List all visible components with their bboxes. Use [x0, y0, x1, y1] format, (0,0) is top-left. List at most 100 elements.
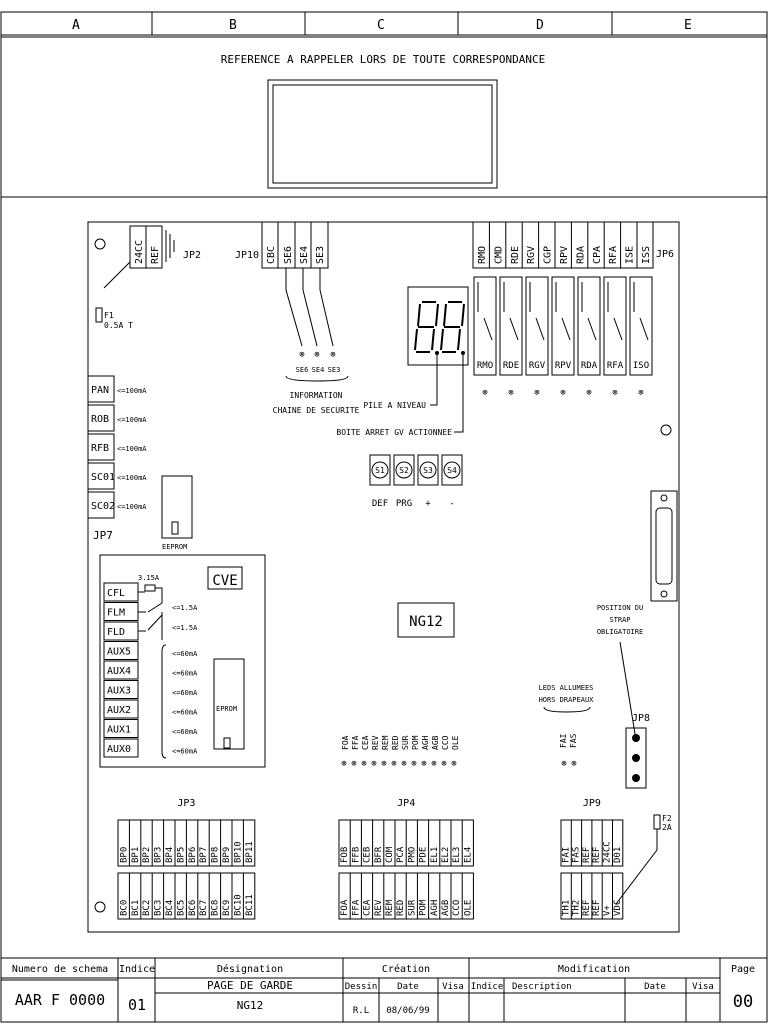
- connector-title: JP9: [583, 798, 601, 809]
- cve-output-label: AUX2: [107, 705, 131, 716]
- svg-text:Description: Description: [512, 982, 572, 992]
- svg-text:Date: Date: [397, 982, 419, 992]
- leds-caption: LEDS ALLUMEES: [539, 684, 594, 692]
- pin-label: EL3: [452, 847, 462, 863]
- output-label: SC01: [91, 472, 115, 483]
- schema-number: AAR F 0000: [15, 991, 105, 1009]
- pin-label: RDE: [510, 246, 521, 264]
- button-caption: PRG: [396, 499, 412, 509]
- jp7-label: JP7: [93, 529, 113, 542]
- button-label: S2: [399, 466, 409, 475]
- cve-limit: <=60mA: [172, 728, 198, 736]
- relay: [473, 276, 497, 376]
- pin-label: CEB: [363, 847, 373, 863]
- pin-label: COM: [385, 846, 395, 863]
- jp2-label: JP2: [183, 250, 201, 261]
- left-outputs: JP7 PAN<=100mAROB<=100mARFB<=100mASC01<=…: [87, 375, 147, 542]
- relay-label: RFA: [607, 361, 624, 371]
- pin-label: RPV: [559, 246, 570, 264]
- reference-banner: REFERENCE A RAPPELER LORS DE TOUTE CORRE…: [221, 53, 546, 66]
- pin-label: TH1: [561, 900, 571, 916]
- button-label: S3: [423, 466, 433, 475]
- output-limit: <=100mA: [117, 445, 147, 453]
- serial-connector: [650, 490, 678, 602]
- safety-caption: CHAINE DE SECURITE: [273, 406, 360, 415]
- status-led-row: FOA⊗FFA⊗CEA⊗REV⊗REM⊗RED⊗SUR⊗POM⊗AGH⊗AGB⊗…: [341, 735, 460, 769]
- svg-text:Indice: Indice: [471, 982, 504, 992]
- header-modification: Modification: [558, 964, 630, 975]
- button-caption: DEF: [372, 499, 388, 509]
- relay-label: RMO: [477, 361, 493, 371]
- pin-label: BC2: [142, 900, 152, 916]
- pin-label: BP3: [154, 847, 164, 863]
- pin-label: EL1: [430, 847, 440, 863]
- boite-label: BOITE ARRET GV ACTIONNEE: [336, 428, 452, 437]
- mounting-hole: [94, 901, 106, 913]
- relay: [603, 276, 627, 376]
- relay: [525, 276, 549, 376]
- pin-label: VDC: [613, 900, 623, 916]
- output-limit: <=100mA: [117, 474, 147, 482]
- jp10-label: JP10: [235, 250, 259, 261]
- cve-module: CVE 3.15A EPROM CFLFLMFLDAUX5AUX4AUX3AUX…: [99, 554, 266, 768]
- cve-limit: <=1.5A: [172, 624, 198, 632]
- led: ⊗: [441, 759, 446, 769]
- pin-label: BC5: [176, 900, 186, 916]
- output-box: [87, 433, 115, 461]
- svg-text:3.15A: 3.15A: [138, 574, 160, 582]
- relay: [551, 276, 575, 376]
- output-limit: <=100mA: [117, 416, 147, 424]
- designation-line1: PAGE DE GARDE: [207, 979, 293, 992]
- status-led-label: CCO: [441, 735, 450, 750]
- led: ⊗: [508, 388, 513, 398]
- led: ⊗: [534, 388, 539, 398]
- pin-label: REF: [592, 900, 602, 916]
- pin-label: SUR: [407, 899, 417, 916]
- button-caption: -: [449, 499, 454, 509]
- led: ⊗: [341, 759, 346, 769]
- svg-text:2A: 2A: [662, 823, 672, 832]
- status-led-label: REM: [381, 735, 390, 750]
- relay-block: RMO⊗RDE⊗RGV⊗RPV⊗RDA⊗RFA⊗ISO⊗: [473, 276, 653, 398]
- header-page: Page: [731, 964, 755, 975]
- output-box: [87, 491, 115, 519]
- pin-label: BP2: [142, 847, 152, 863]
- pin-label: D01: [613, 847, 623, 863]
- cve-output: [103, 738, 139, 758]
- pin-label: BC7: [199, 900, 209, 916]
- pin-label: 24CC: [603, 841, 613, 863]
- cve-limit: <=60mA: [172, 670, 198, 678]
- pin-label: REF: [582, 847, 592, 863]
- sheet-border: [0, 11, 768, 1023]
- relay: [577, 276, 601, 376]
- pin-label: BFR: [374, 846, 384, 863]
- led: ⊗: [421, 759, 426, 769]
- strap-caption: OBLIGATOIRE: [597, 628, 643, 636]
- status-led-label: REV: [371, 735, 380, 750]
- relay-label: RDE: [503, 361, 519, 371]
- svg-text:SE3: SE3: [315, 246, 326, 264]
- cve-output: [103, 641, 139, 660]
- pin-label: BP9: [222, 847, 232, 863]
- pin-label: RED: [396, 900, 406, 916]
- svg-text:F1: F1: [104, 311, 114, 320]
- pin-label: CPA: [592, 246, 603, 264]
- fuse-f1: F1 0.5A T: [95, 307, 133, 330]
- pin-label: CMD: [493, 246, 504, 264]
- safety-caption: INFORMATION: [290, 391, 343, 400]
- column-label: D: [536, 18, 544, 33]
- connector-title: JP3: [177, 798, 195, 809]
- svg-text:FAS: FAS: [569, 733, 578, 748]
- pin-label: REM: [385, 899, 395, 916]
- cve-output: [103, 719, 139, 738]
- svg-text:CBC: CBC: [266, 246, 277, 264]
- led: ⊗: [451, 759, 456, 769]
- cve-limit: <=60mA: [172, 689, 198, 697]
- pin-label: RGV: [526, 246, 537, 264]
- column-label: C: [377, 18, 385, 33]
- pin-label: AGB: [441, 900, 451, 916]
- pin-label: CGP: [543, 246, 554, 264]
